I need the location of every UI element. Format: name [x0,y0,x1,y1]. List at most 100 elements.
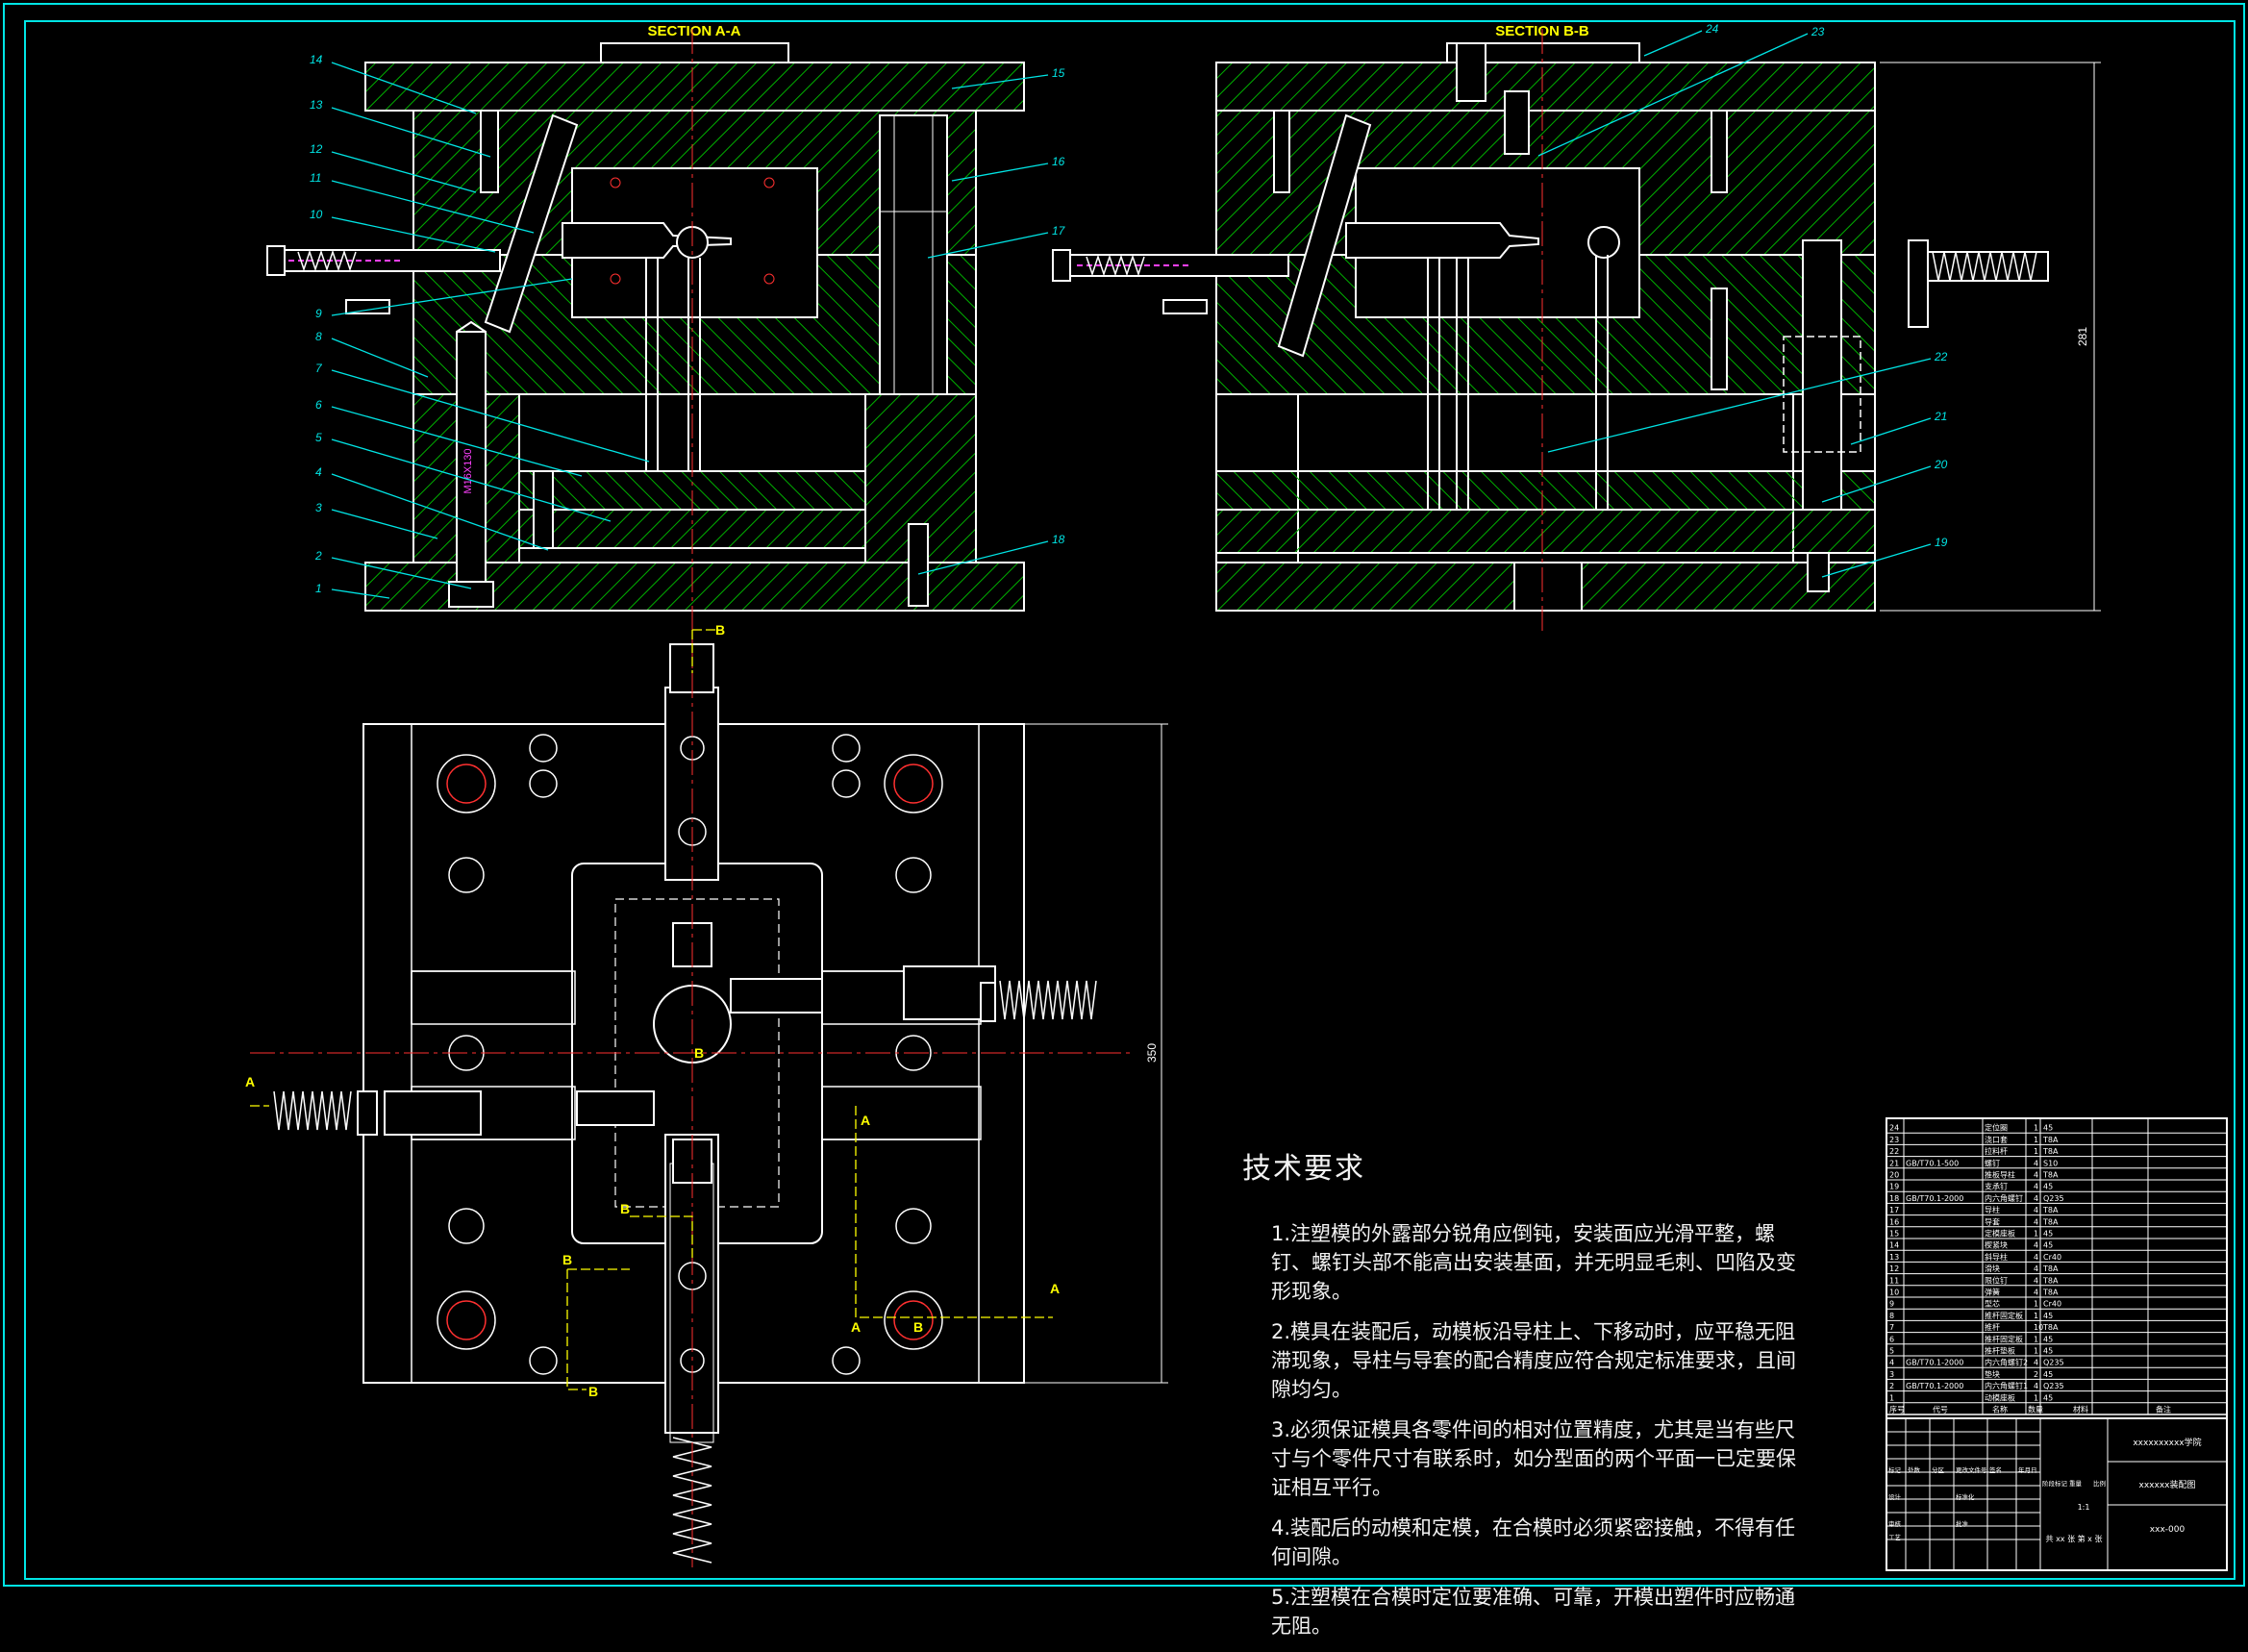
bom-no: 22 [1889,1147,1899,1156]
section-mark: B [562,1252,572,1267]
title-scale: 1:1 [2078,1503,2090,1512]
bom-header-note: 备注 [2156,1405,2171,1414]
height-dimension: 281 [2076,327,2089,346]
bom-qty: 1 [2034,1230,2038,1239]
bom-no: 19 [1889,1183,1899,1191]
bom-name: 内六角螺钉1 [1985,1381,2028,1390]
title-label: 分区 [1932,1465,1945,1474]
bom-no: 3 [1889,1370,1894,1379]
bom-no: 10 [1889,1289,1899,1297]
bom-name: 弹簧 [1985,1288,2000,1297]
title-label: 工艺 [1888,1534,1902,1541]
bom-name: 垫块 [1985,1369,2000,1379]
bom-no: 24 [1889,1124,1899,1133]
bom-material: 45 [2043,1335,2053,1343]
section-mark: A [245,1074,255,1089]
callout: 17 [1052,224,1066,238]
requirement-item: 1.注塑模的外露部分锐角应倒钝，安装面应光滑平整，螺钉、螺钉头部不能高出安装基面… [1271,1222,1796,1303]
requirement-item: 2.模具在装配后，动模板沿导柱上、下移动时，应平稳无阻滞现象，导柱与导套的配合精… [1271,1320,1796,1401]
title-drawing: xxxxxx装配图 [2139,1479,2196,1490]
bom-qty: 1 [2034,1136,2038,1144]
bom-name: 定位圈 [1985,1123,2008,1133]
callout: 8 [315,330,322,343]
bom-header-no: 序号 [1889,1405,1905,1414]
bom-qty: 4 [2034,1241,2038,1250]
bom-qty: 1 [2034,1393,2038,1402]
bom-name: 导柱 [1985,1205,2000,1214]
bom-material: 45 [2043,1393,2053,1402]
callout: 18 [1052,533,1065,546]
callout: 4 [315,465,322,479]
section-mark: B [588,1384,598,1399]
bom-qty: 2 [2034,1370,2038,1379]
bom-material: T8A [2042,1147,2059,1156]
bom-no: 13 [1889,1253,1899,1262]
bom-qty: 4 [2034,1217,2038,1226]
bom-no: 8 [1889,1312,1894,1320]
outer-border [3,3,2245,1587]
bom-material: 45 [2043,1124,2053,1133]
title-label: 比例 [2093,1479,2106,1488]
title-drawing-no: xxx-000 [2150,1525,2186,1535]
bom-qty: 4 [2034,1159,2038,1167]
bom-material: S10 [2043,1159,2058,1167]
callout: 19 [1935,536,1948,549]
callout: 10 [310,208,323,221]
bom-no: 18 [1889,1194,1899,1203]
bom-no: 14 [1889,1241,1899,1250]
section-mark: B [913,1319,923,1335]
callout: 1 [315,582,322,595]
section-bb-view: SECTION B-B [1052,23,2101,635]
title-label: 年月日 [2018,1465,2037,1474]
bom-qty: 1 [2034,1335,2038,1343]
bom-no: 23 [1889,1136,1899,1144]
bom-name: 滑块 [1985,1264,2000,1273]
bom-material: 45 [2043,1241,2053,1250]
bom-name: 导套 [1985,1216,2000,1226]
bom-name: 斜导柱 [1985,1252,2008,1262]
bom-material: T8A [2042,1289,2059,1297]
bom-no: 15 [1889,1230,1899,1239]
bom-name: 动模座板 [1985,1392,2015,1402]
plan-view: 350 A A A A B B B B B B [245,622,1168,1567]
title-label: 标准化 [1956,1492,1975,1501]
bom-qty: 4 [2034,1206,2038,1214]
bom-material: 45 [2043,1347,2053,1356]
callout: 11 [310,171,321,185]
angle-pin [484,113,579,334]
bom-no: 21 [1889,1159,1899,1167]
bom-name: 螺钉 [1985,1158,2000,1167]
title-label: 阶段标记 [2042,1479,2068,1488]
bom-material: T8A [2042,1276,2059,1285]
bom-name: 型芯 [1985,1299,2000,1309]
bom-qty: 4 [2034,1382,2038,1390]
callout: 12 [310,142,323,156]
top-clamp-plate [364,62,1025,112]
bom-material: 45 [2043,1312,2053,1320]
title-label: 处数 [1908,1465,1921,1474]
thread-label: M16X130 [462,448,474,493]
bom-material: 45 [2043,1230,2053,1239]
bom-qty: 4 [2034,1253,2038,1262]
width-dimension: 350 [1145,1043,1159,1063]
bom-header-qty: 数量 [2028,1405,2043,1414]
callout: 20 [1934,458,1948,471]
callout: 13 [310,98,323,112]
bom-no: 4 [1889,1359,1894,1367]
bom-name: 定模座板 [1985,1229,2015,1239]
bom-no: 1 [1889,1393,1894,1402]
bom-qty: 4 [2034,1194,2038,1203]
bom-no: 11 [1889,1276,1899,1285]
callout: 5 [315,431,322,444]
callout: 3 [315,501,322,514]
drawing-sheet: SECTION A-A [3,3,2245,1587]
title-label: 重量 [2069,1480,2083,1488]
bom-name: 推杆垫板 [1985,1346,2015,1356]
bom-header-material: 材料 [2073,1405,2088,1414]
section-mark: B [694,1045,704,1061]
bom-qty: 10 [2034,1323,2043,1332]
bom-qty: 4 [2034,1276,2038,1285]
callout: 9 [315,307,322,320]
bom-no: 9 [1889,1300,1894,1309]
